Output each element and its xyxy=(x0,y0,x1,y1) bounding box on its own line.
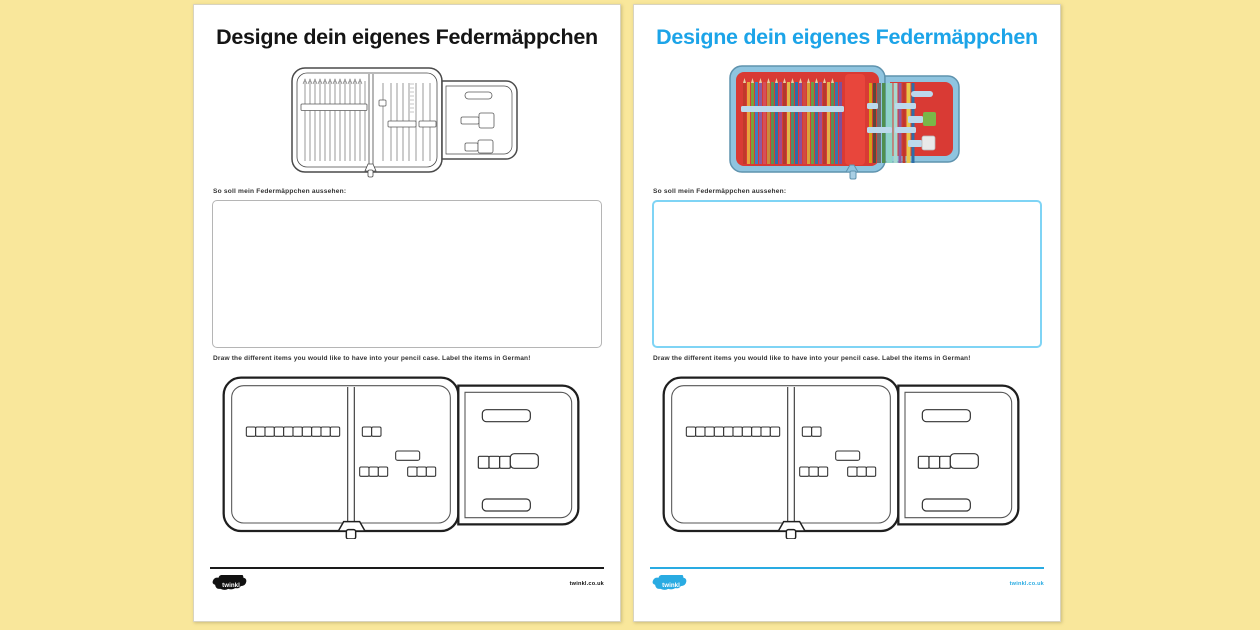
hero-illustration-bw xyxy=(210,54,604,186)
page-footer-bw: twinkl twinkl.co.uk xyxy=(210,567,604,611)
blank-pencil-case-svg-colour xyxy=(662,376,1020,539)
footer-url[interactable]: twinkl.co.uk xyxy=(1009,581,1044,587)
twinkl-logo-icon: twinkl xyxy=(652,575,687,590)
svg-text:twinkl: twinkl xyxy=(662,582,680,589)
worksheet-page-colour: Designe dein eigenes Federmäppchen xyxy=(633,4,1061,622)
svg-text:twinkl: twinkl xyxy=(222,582,240,589)
footer-divider xyxy=(650,567,1044,569)
caption-design-prompt: So soll mein Federmäppchen aussehen: xyxy=(653,188,787,195)
drawing-area-colour[interactable] xyxy=(652,200,1042,348)
page-title: Designe dein eigenes Federmäppchen xyxy=(216,25,598,49)
blank-pencil-case-outline-bw xyxy=(210,365,604,545)
twinkl-logo-icon: twinkl xyxy=(212,575,247,590)
page-footer-colour: twinkl twinkl.co.uk xyxy=(650,567,1044,611)
blank-pencil-case-outline-colour xyxy=(650,365,1044,545)
open-pencil-case-illustration-colour xyxy=(728,65,960,180)
footer-divider xyxy=(210,567,604,569)
caption-instructions: Draw the different items you would like … xyxy=(213,355,531,362)
caption-instructions: Draw the different items you would like … xyxy=(653,355,971,362)
footer-url[interactable]: twinkl.co.uk xyxy=(569,581,604,587)
page-title: Designe dein eigenes Federmäppchen xyxy=(656,25,1038,49)
caption-design-prompt: So soll mein Federmäppchen aussehen: xyxy=(213,188,347,195)
hero-illustration-colour xyxy=(650,54,1044,186)
blank-pencil-case-svg-bw xyxy=(222,376,580,539)
worksheet-page-bw: Designe dein eigenes Federmäppchen xyxy=(193,4,621,622)
open-pencil-case-illustration-bw xyxy=(290,67,518,178)
drawing-area-bw[interactable] xyxy=(212,200,602,348)
